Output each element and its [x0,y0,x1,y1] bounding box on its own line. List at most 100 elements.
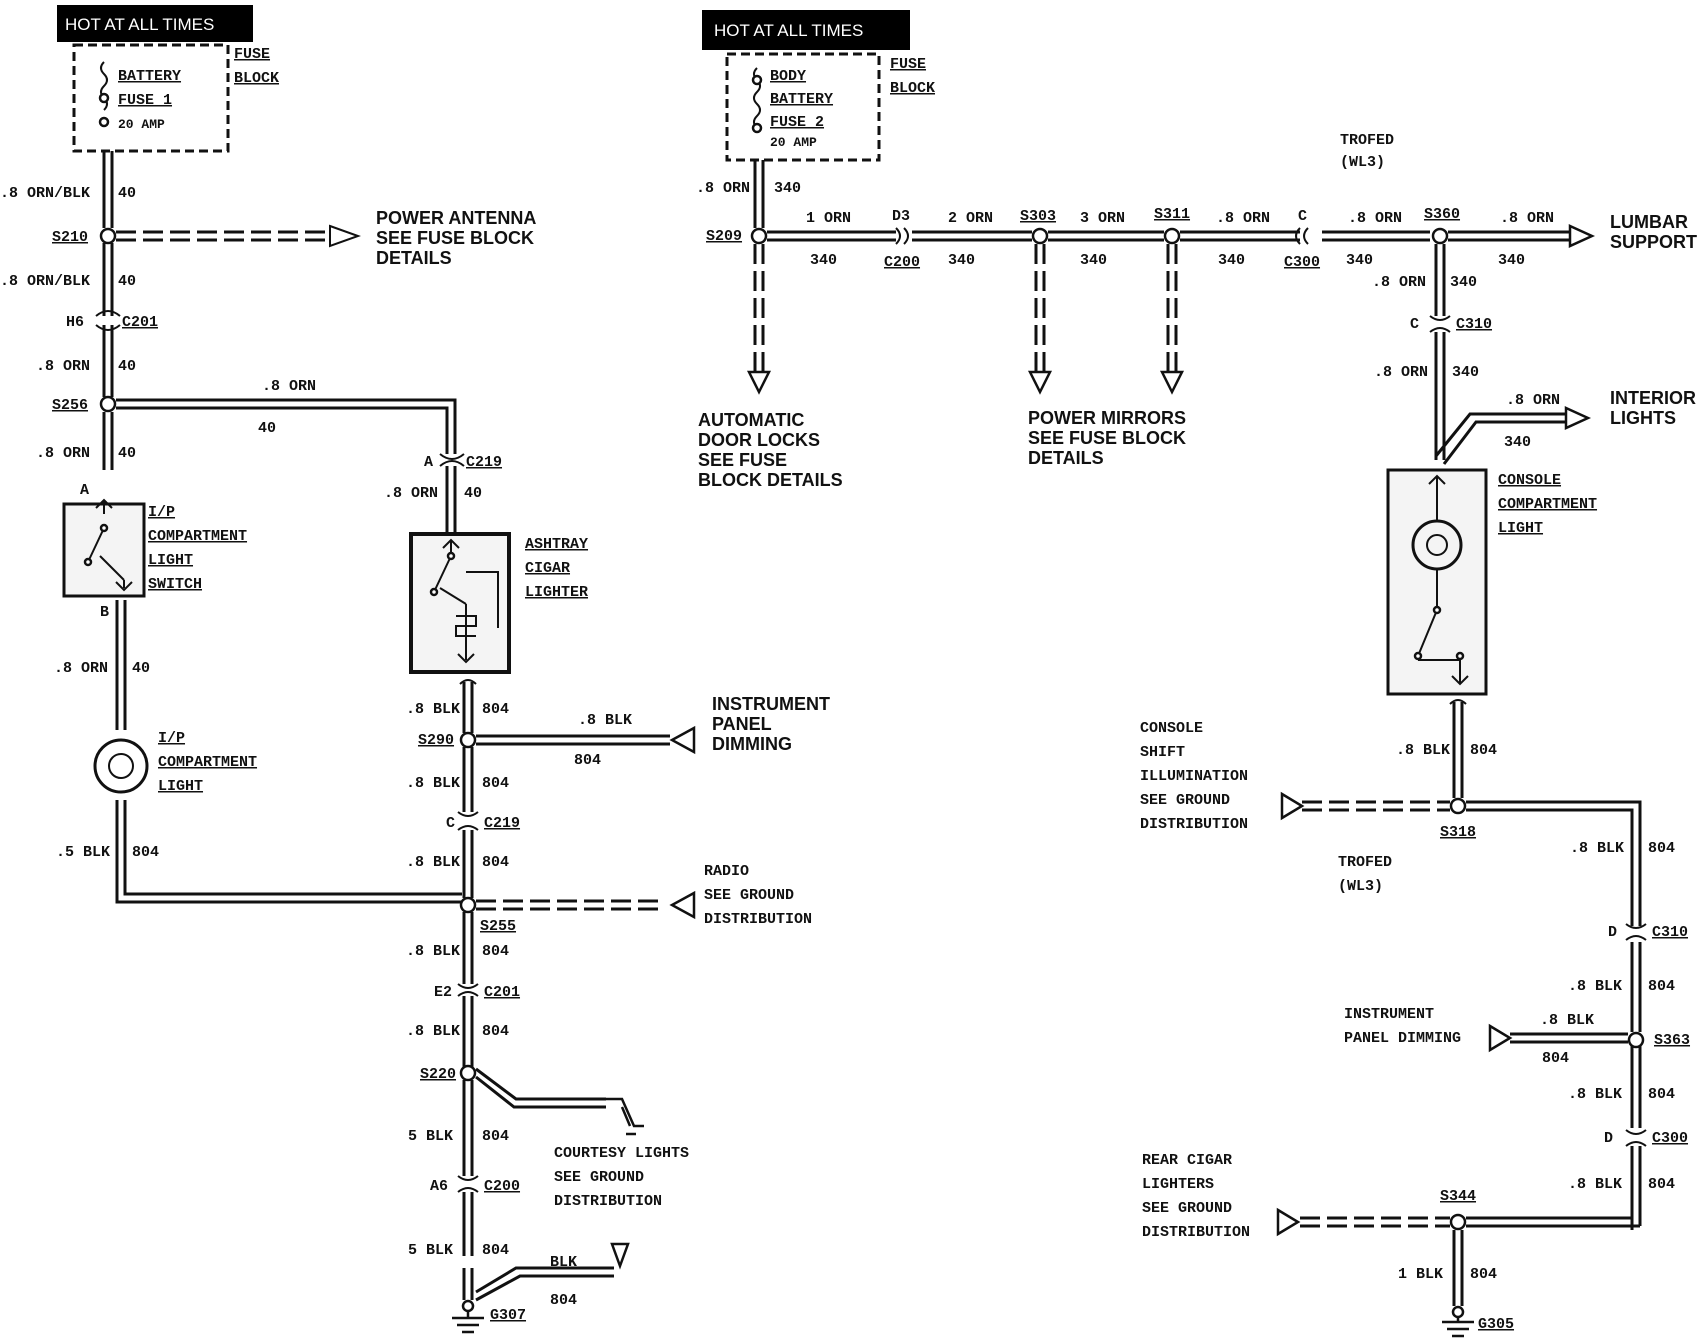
switch-node-icon [99,523,109,533]
mid-wire-top [445,466,457,534]
fuse-terminal-icon [98,92,110,104]
rear-cigar-label-2: LIGHTERS [1142,1176,1214,1193]
bus-1-color: 1 ORN [806,210,851,227]
connector-c310b-label: C310 [1652,924,1688,941]
ip-dimming-r-label-2: PANEL DIMMING [1344,1030,1461,1047]
right-feed-num: 340 [774,180,801,197]
right-vertical-wire [1434,244,1446,460]
left-fuse-block-label-1: FUSE [234,46,270,63]
mirrors-label-3: DETAILS [1028,448,1104,468]
splice-s220-label: S220 [420,1066,456,1083]
door-locks-arrow-icon [746,370,772,395]
splice-s360-label: S360 [1424,206,1460,223]
splice-s344-label: S344 [1440,1188,1476,1205]
door-locks-label-1: AUTOMATIC [698,410,804,430]
right-feed-wire [753,160,765,228]
left-fuse-rating: 20 AMP [118,117,165,132]
rear-cigar-label-1: REAR CIGAR [1142,1152,1232,1169]
splice-s363 [1627,1031,1645,1049]
courtesy-wire [475,1067,606,1109]
right-fuse-label-2: BATTERY [770,91,833,108]
radio-wire [476,899,664,911]
right-b3-color: .8 BLK [1568,978,1622,995]
splice-s318 [1449,797,1467,815]
splice-s256 [99,395,117,413]
connector-c310-label: C310 [1456,316,1492,333]
right-circuit: HOT AT ALL TIMES BODY BATTERY FUSE 2 20 … [696,10,1697,1338]
lighter-switch-icon [433,538,499,664]
lumbar-label-1: LUMBAR [1610,212,1688,232]
connector-c219-pin: C [446,815,455,832]
interior-wire-color: .8 ORN [1506,392,1560,409]
mid-wire-crimp-icon [459,679,477,685]
connector-c300b-icon [1625,1129,1647,1147]
trofed-bottom-1: TROFED [1338,854,1392,871]
connector-c310b-icon [1625,923,1647,941]
rear-cigar-arrow-icon [1276,1207,1301,1237]
left-hot-header-text: HOT AT ALL TIMES [65,15,214,34]
left-fuse-label-1: BATTERY [118,68,181,85]
mid-wire-5-num: 804 [482,1023,509,1040]
splice-s255 [459,896,477,914]
connector-c219-top-pin: A [424,454,433,471]
left-wire-6-color: .5 BLK [56,844,110,861]
connector-c300b-pin: D [1604,1130,1613,1147]
ip-compartment-switch [62,502,146,598]
mid-wire-3-color: .8 BLK [406,854,460,871]
connector-c310-icon [1429,315,1451,333]
mid-wire-2-num: 804 [482,775,509,792]
switch-pin-a: A [80,482,89,499]
connector-c300-pin: C [1298,208,1307,225]
mid-wire-main [462,682,474,1300]
left-wire-5-color: .8 ORN [54,660,108,677]
console-shift-label-2: SHIFT [1140,744,1185,761]
right-b3-num: 804 [1648,978,1675,995]
bus-6-color: .8 ORN [1500,210,1554,227]
ip-dimming-r-wire [1510,1032,1628,1044]
splice-s311 [1163,227,1181,245]
connector-c219-top-label: C219 [466,454,502,471]
console-shift-label-5: DISTRIBUTION [1140,816,1248,833]
light-label-3: LIGHT [158,778,203,795]
switch-node-icon [83,557,93,567]
bus-5-color: .8 ORN [1348,210,1402,227]
ground-branch-color: BLK [550,1254,577,1271]
mid-wire-4-num: 804 [482,943,509,960]
ip-dimming-label-3: DIMMING [712,734,792,754]
left-wire-5-num: 40 [132,660,150,677]
left-wire-2-color: .8 ORN/BLK [0,273,90,290]
g305-wire-num: 804 [1470,1266,1497,1283]
door-locks-label-4: BLOCK DETAILS [698,470,843,490]
courtesy-label-3: DISTRIBUTION [554,1193,662,1210]
rear-cigar-label-4: DISTRIBUTION [1142,1224,1250,1241]
splice-s210 [99,227,117,245]
console-wire-num: 804 [1470,742,1497,759]
right-v1-color: .8 ORN [1372,274,1426,291]
bus-5-num: 340 [1346,252,1373,269]
mid-wire-6-num: 804 [482,1128,509,1145]
connector-c300b-label: C300 [1652,1130,1688,1147]
connector-c310-pin: C [1410,316,1419,333]
bus-4-color: .8 ORN [1216,210,1270,227]
switch-label-3: LIGHT [148,552,193,569]
splice-s318-label: S318 [1440,824,1476,841]
ground-branch-num: 804 [550,1292,577,1309]
left-wire-3-num: 40 [118,358,136,375]
ashtray-label-1: ASHTRAY [525,536,588,553]
mid-wire-top-num: 40 [464,485,482,502]
rear-cigar-label-3: SEE GROUND [1142,1200,1232,1217]
right-b4-num: 804 [1648,1086,1675,1103]
mirrors-label-1: POWER MIRRORS [1028,408,1186,428]
console-light-label-2: COMPARTMENT [1498,496,1597,513]
right-fuse-label-3: FUSE 2 [770,114,824,131]
mid-wire-7-num: 804 [482,1242,509,1259]
bus-3-color: 3 ORN [1080,210,1125,227]
ip-dimming-r-num: 804 [1542,1050,1569,1067]
splice-s363-label: S363 [1654,1032,1690,1049]
ip-dimming-r-label-1: INSTRUMENT [1344,1006,1434,1023]
left-hot-header [57,5,253,42]
fuse-terminal-icon [98,116,110,128]
splice-s290-label: S290 [418,732,454,749]
connector-c200-mid-label: C200 [484,1178,520,1195]
console-switch-node-icon [1413,651,1423,661]
